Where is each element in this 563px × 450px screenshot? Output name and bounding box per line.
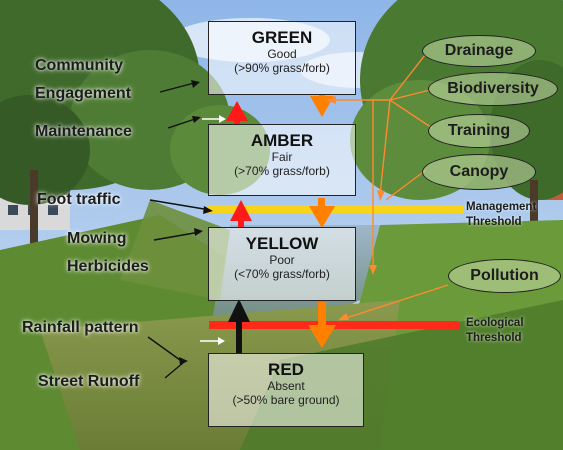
ecological-threshold-label-line2: Threshold (466, 332, 522, 344)
state-box-red: RED Absent (>50% bare ground) (208, 353, 364, 427)
state-range-green: (>90% grass/forb) (234, 61, 330, 75)
oval-training: Training (428, 114, 530, 148)
state-title-amber: AMBER (250, 131, 314, 150)
state-condition-yellow: Poor (269, 253, 295, 267)
driver-community: Community (35, 57, 123, 74)
driver-engagement: Engagement (35, 85, 132, 102)
management-threshold-label-line2: Threshold (466, 216, 522, 228)
management-threshold-label: Management Threshold (466, 200, 536, 230)
state-title-green: GREEN (251, 28, 313, 47)
driver-herbicides: Herbicides (67, 258, 149, 275)
management-threshold-label-line1: Management (466, 201, 537, 213)
oval-drainage: Drainage (422, 35, 536, 67)
state-box-yellow: YELLOW Poor (<70% grass/forb) (208, 227, 356, 301)
state-range-amber: (>70% grass/forb) (234, 164, 330, 178)
state-condition-green: Good (267, 47, 297, 61)
state-box-green: GREEN Good (>90% grass/forb) (208, 21, 356, 95)
state-title-red: RED (268, 360, 304, 379)
ecological-threshold-label: Ecological Threshold (466, 316, 524, 346)
state-range-yellow: (<70% grass/forb) (234, 267, 330, 281)
driver-rainfall-pattern: Rainfall pattern (22, 319, 139, 336)
state-box-amber: AMBER Fair (>70% grass/forb) (208, 124, 356, 196)
driver-street-runoff: Street Runoff (38, 373, 140, 390)
state-range-red: (>50% bare ground) (232, 393, 340, 407)
state-title-yellow: YELLOW (245, 234, 319, 253)
state-condition-amber: Fair (271, 150, 293, 164)
driver-mowing: Mowing (67, 230, 127, 247)
oval-canopy: Canopy (422, 154, 536, 190)
oval-biodiversity: Biodiversity (428, 72, 558, 106)
driver-maintenance: Maintenance (35, 123, 132, 140)
state-condition-red: Absent (267, 379, 305, 393)
ecological-threshold-label-line1: Ecological (466, 317, 524, 329)
oval-pollution: Pollution (448, 259, 561, 293)
driver-foot-traffic: Foot traffic (37, 191, 121, 208)
